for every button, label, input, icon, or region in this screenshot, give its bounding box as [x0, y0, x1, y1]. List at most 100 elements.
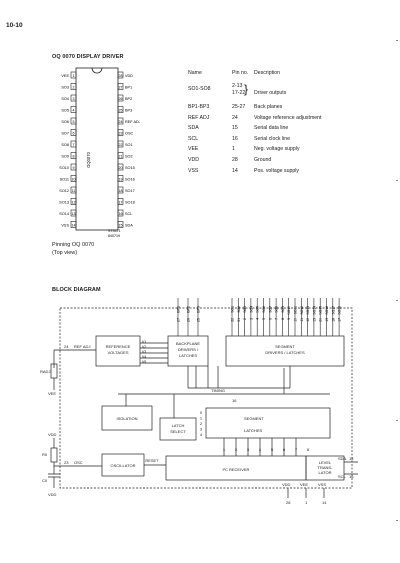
chip-left-pin-number: 10 [72, 178, 76, 182]
pinning-caption: Pinning OQ 0070 (Top view) [52, 241, 94, 257]
segment-pin-label: SO6 [262, 306, 266, 313]
chip-left-pin-number: 3 [73, 97, 75, 101]
segment-pin-label: SO17 [331, 306, 335, 315]
segment-pin-label: SO10 [287, 306, 291, 315]
chip-body [75, 67, 119, 231]
pin-table-desc: Serial data line [254, 125, 289, 132]
segment-pin-label: SO5 [256, 306, 260, 313]
chip-right-pin-box [117, 163, 124, 171]
chip-right-pin-label: OSC [125, 132, 133, 136]
chip-left-pin-box [70, 106, 77, 113]
pin-table-pin: 1 [232, 146, 235, 153]
isolation-block [101, 405, 153, 431]
chip-right-pin-label: SO2 [125, 155, 133, 159]
chip-left-pin-number: 4 [73, 109, 75, 113]
pin-table-name: VDD [188, 157, 199, 163]
timing-bus [118, 393, 330, 418]
bus-width-label: 16 [232, 398, 237, 403]
vee-pin-label: VEE [300, 482, 308, 487]
segment-pin-label: SO1 [231, 306, 235, 313]
block-diagram-heading: BLOCK DIAGRAM [52, 287, 101, 293]
chip-left-pin-number: 6 [73, 132, 75, 136]
ref-adj-line [53, 349, 96, 368]
chip-left-pin-box [70, 117, 77, 125]
sda-scl-lines [344, 461, 358, 475]
bottom-pins [287, 488, 325, 498]
chip-right-pin-label: VDD [125, 74, 133, 78]
latch-select-block [159, 417, 197, 441]
segment-pin-number: 2 [243, 318, 247, 320]
chip-right-pin-box [117, 83, 124, 90]
pin-table-name: BP1-BP3 [188, 104, 210, 110]
chip-left-pin-box [70, 129, 77, 136]
chip-left-pin-box [70, 198, 77, 205]
chip-left-pin-number: 7 [73, 143, 75, 147]
level-translator-label-1: LEVEL [319, 460, 332, 465]
chip-left-pin-number: 12 [72, 201, 76, 205]
chip-left-pin-number: 2 [73, 86, 75, 90]
chip-right-pin-label: SCL [125, 212, 132, 216]
chip-left-pin-label: SO13 [59, 201, 69, 205]
chip-right-pin-number: 22 [119, 143, 123, 147]
page-number: 10-10 [6, 22, 23, 29]
chip-left-pin-number: 8 [73, 155, 75, 159]
scan-mark [396, 40, 398, 41]
c0-label: C0 [42, 478, 48, 483]
chip-left-pin-label: SO4 [61, 97, 69, 101]
segment-pin-label: SO2 [237, 306, 241, 313]
backplane-pin-label: BP3 [197, 306, 201, 313]
chip-left-pin-label: SO9 [61, 155, 69, 159]
pin-table-desc: Ground [254, 157, 272, 163]
vee-label: VEE [48, 391, 56, 396]
backplane-pin-number: 26 [187, 318, 191, 322]
reset-label: RESET [145, 458, 159, 463]
segment-pin-label: SO3 [243, 306, 247, 313]
v-bus [140, 342, 168, 364]
segment-pin-label: SO16 [325, 306, 329, 315]
vss-pin-label: VSS [318, 482, 326, 487]
pin-table-name: SCL [188, 135, 199, 142]
segment-pin-number: 11 [300, 318, 304, 322]
radj-label: RADJ [40, 369, 50, 374]
chip-left-pin-label: SO7 [61, 132, 69, 136]
pin-table: Name Pin no. Description SO1-SO8 2-13 17… [188, 70, 378, 180]
chip-right-pin-label: SO17 [125, 189, 135, 193]
chip-left-pin-box [70, 175, 77, 182]
segment-pin-number: 6 [268, 318, 272, 320]
chip-right-pin-box [117, 198, 124, 205]
pin-table-desc: Voltage reference adjustment [254, 114, 322, 121]
chip-right-pin-label: SO15 [125, 166, 135, 170]
pin-table-name: SDA [188, 125, 199, 132]
pin-table-brace: } [244, 82, 249, 96]
chip-left-pin-box [70, 152, 77, 159]
chip-right-pin-box [117, 186, 124, 194]
chip-right-pin-label: REF ADJ [125, 120, 140, 124]
data-bus-bit-label: 1 [223, 448, 225, 452]
voltage-level-label: V5 [142, 360, 146, 364]
data-bus-bit-label: 4 [259, 448, 261, 452]
osc-label: OSC [74, 460, 83, 465]
pin-table-pin: 25-27 [232, 104, 246, 110]
chip-right-pin-number: 18 [119, 189, 123, 193]
segment-pin-label: SO14 [312, 306, 316, 315]
chip-left-pin-label: VEE [61, 74, 69, 78]
chip-left-pin-number: 11 [72, 189, 76, 193]
chip-right-pin-number: 15 [119, 224, 123, 228]
data-bus-bit-label: 6 [283, 448, 285, 452]
voltage-level-label: V3 [142, 350, 146, 354]
chip-right-pin-box [117, 117, 124, 125]
chip-right-pin-number: 16 [119, 212, 123, 216]
pin-table-pin: 16 [232, 135, 238, 142]
scan-mark [396, 300, 398, 301]
backplane-pin-number: 25 [197, 318, 201, 322]
voltage-level-label: V4 [142, 355, 146, 359]
pin-table-desc: Back planes [254, 104, 283, 110]
latch-side-number: 0 [200, 411, 202, 415]
segment-pin-number: 5 [262, 318, 266, 320]
latch-output-bus [187, 366, 291, 389]
vdd-left-label: VDD [48, 432, 57, 437]
segment-pin-label: SO4 [249, 306, 253, 313]
r0-label: R0 [42, 452, 48, 457]
pin-24-label: 24 [64, 344, 69, 349]
